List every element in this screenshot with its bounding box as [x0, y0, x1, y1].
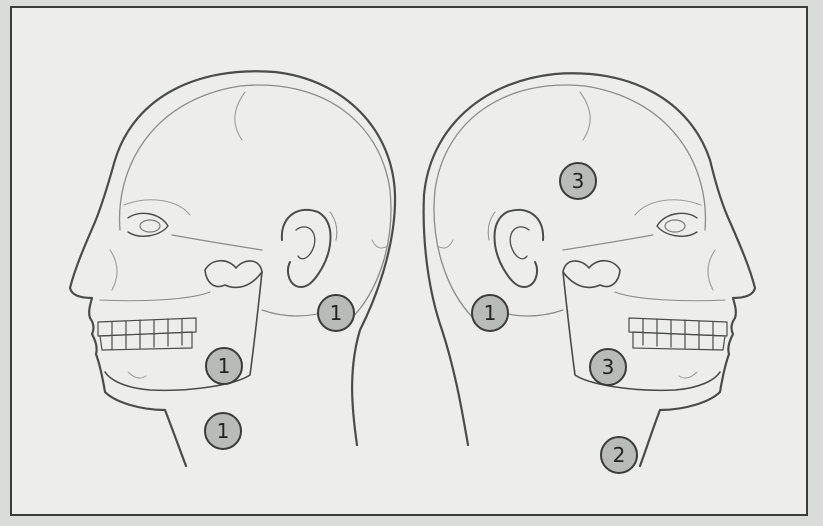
right-ear [495, 210, 544, 287]
left-eye [128, 213, 168, 236]
marker-left-neck: 1 [204, 412, 242, 450]
marker-label: 1 [217, 419, 230, 443]
marker-label: 3 [572, 169, 585, 193]
marker-label: 3 [602, 355, 615, 379]
marker-label: 1 [330, 301, 343, 325]
marker-left-jaw: 1 [205, 347, 243, 385]
left-ear [282, 210, 331, 287]
right-jaw-joint [563, 261, 620, 288]
right-head-outline [424, 73, 755, 466]
marker-right-neck: 2 [600, 436, 638, 474]
marker-label: 1 [484, 301, 497, 325]
left-head [70, 71, 395, 466]
right-skull-outline [434, 85, 705, 320]
marker-right-behind-ear: 1 [471, 294, 509, 332]
marker-right-jaw: 3 [589, 348, 627, 386]
marker-label: 2 [613, 443, 626, 467]
left-teeth [98, 318, 196, 350]
left-jaw-joint [205, 261, 262, 288]
marker-left-behind-ear: 1 [317, 294, 355, 332]
right-eye [657, 213, 697, 236]
right-teeth [629, 318, 727, 350]
marker-right-temple: 3 [559, 162, 597, 200]
right-head [424, 73, 755, 466]
left-head-outline [70, 71, 395, 466]
marker-label: 1 [218, 354, 231, 378]
left-skull-outline [120, 85, 391, 320]
